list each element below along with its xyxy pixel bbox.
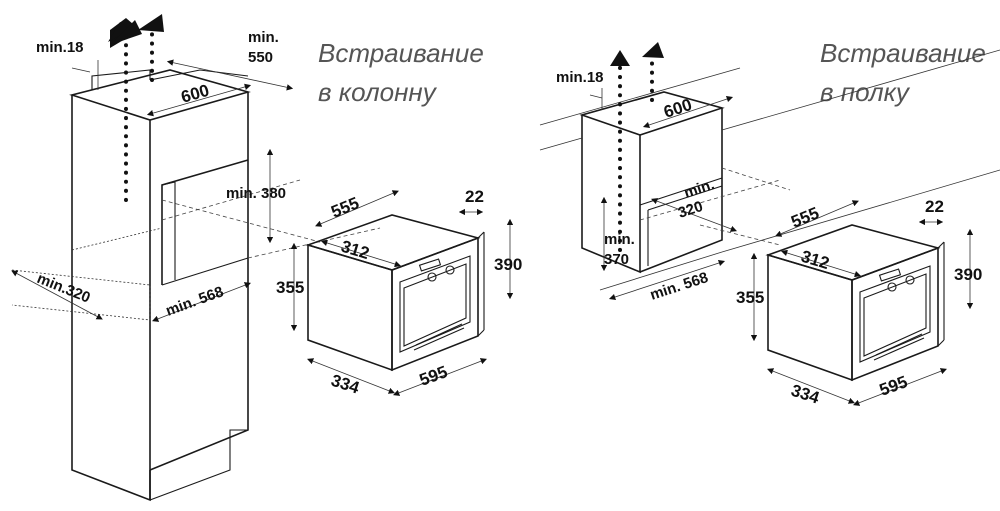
- shelf-niche-width-label: min. 568: [648, 269, 710, 304]
- column-depth-label: min.: [248, 29, 279, 46]
- svg-text:370: 370: [604, 251, 629, 268]
- oven-left-total-height-label: 390: [494, 255, 522, 274]
- oven-knob-icon: [887, 282, 897, 292]
- column-cut-depth-label: min.320: [35, 270, 93, 307]
- oven-right-depth-label: 555: [788, 203, 821, 231]
- oven-display-icon: [878, 268, 902, 282]
- caption-shelf-line1: Встраивание: [820, 38, 986, 68]
- svg-text:550: 550: [248, 49, 273, 66]
- shelf-niche-height-label: min.: [604, 231, 635, 248]
- shelf-gap-label: min.18: [556, 69, 604, 86]
- airflow-arrow-icon: [610, 50, 630, 66]
- oven-right-panel-label: 22: [925, 197, 944, 216]
- oven-left-body-depth-label: 334: [329, 371, 362, 398]
- oven-right-inner-depth-label: 312: [799, 247, 832, 273]
- shelf-airflow-arrows: [610, 42, 664, 252]
- oven-right-width-label: 595: [877, 372, 910, 400]
- oven-display-icon: [418, 258, 442, 272]
- caption-shelf-line2: в полку: [820, 77, 911, 107]
- oven-right-total-height-label: 390: [954, 265, 982, 284]
- oven-left-body-height-label: 355: [276, 278, 304, 297]
- airflow-arrow-icon: [642, 42, 664, 58]
- oven-knob-icon: [445, 265, 455, 275]
- oven-left: [305, 214, 485, 372]
- column-niche-height-label: min. 380: [226, 185, 286, 202]
- column-niche-width-label: min. 568: [164, 283, 226, 320]
- caption-column-line2: в колонну: [318, 77, 438, 107]
- airflow-arrow-icon: [138, 14, 164, 32]
- column-width-label: 600: [179, 81, 212, 107]
- oven-left-width-label: 595: [417, 362, 450, 390]
- oven-left-dimensions: 555 312 22 390 355 334 595: [276, 187, 522, 398]
- oven-left-inner-depth-label: 312: [339, 237, 372, 263]
- oven-right-body-depth-label: 334: [789, 381, 822, 408]
- oven-left-depth-label: 555: [328, 193, 361, 221]
- column-airflow-arrows: [108, 14, 164, 202]
- svg-text:320: 320: [676, 198, 705, 222]
- oven-right: [765, 224, 945, 382]
- oven-right-body-height-label: 355: [736, 288, 764, 307]
- caption-column-line1: Встраивание: [318, 38, 484, 68]
- column-gap-label: min.18: [36, 39, 84, 56]
- oven-left-panel-label: 22: [465, 187, 484, 206]
- shelf-width-label: 600: [661, 95, 694, 122]
- oven-knob-icon: [427, 272, 437, 282]
- oven-right-dimensions: 555 312 22 390 355 334 595: [736, 197, 982, 408]
- oven-knob-icon: [905, 275, 915, 285]
